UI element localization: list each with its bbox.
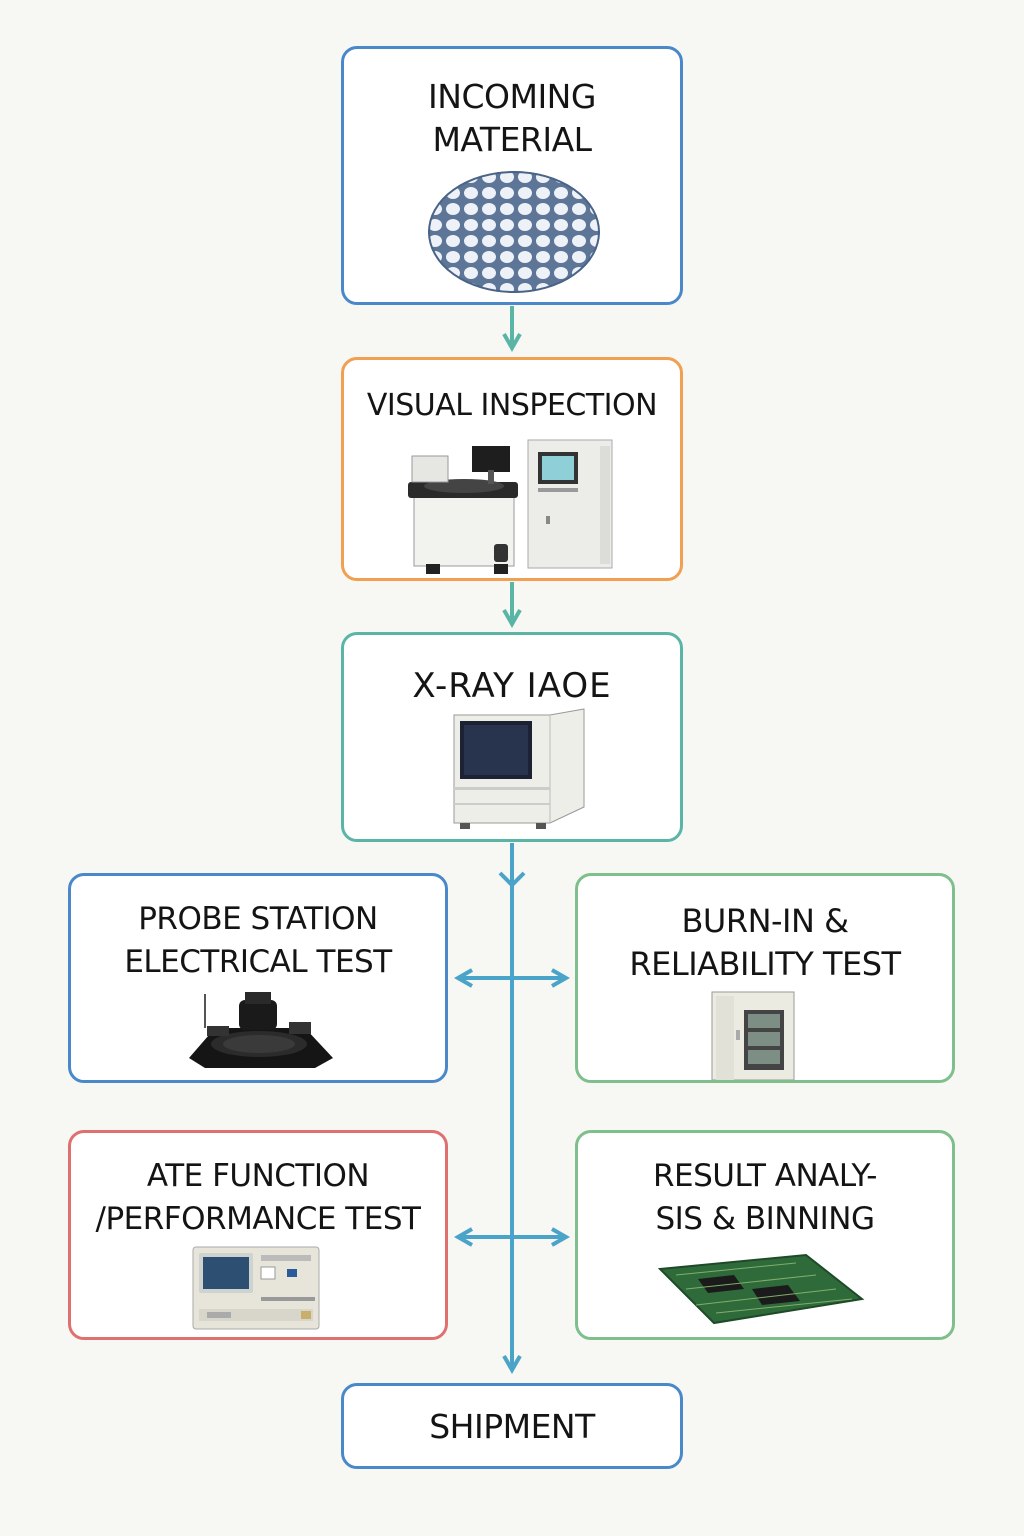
burn-in-chamber-icon [711,991,795,1080]
wafer-icon [428,171,600,293]
step-title: PROBE STATION ELECTRICAL TEST [124,901,392,980]
trunk-arrowhead-1 [498,871,526,888]
step-shipment: SHIPMENT [341,1383,683,1469]
step-title: VISUAL INSPECTION [366,388,658,423]
step-title: X-RAY IAOE [412,666,612,706]
step-title: RESULT ANALY- SIS & BINNING [653,1158,878,1237]
step-probe-station: PROBE STATION ELECTRICAL TEST [68,873,448,1083]
ate-tester-icon [192,1246,320,1330]
probe-station-icon [189,992,333,1068]
step-title: ATE FUNCTION /PERFORMANCE TEST [95,1158,421,1237]
step-ate-test: ATE FUNCTION /PERFORMANCE TEST [68,1130,448,1340]
inspection-machines-icon [408,439,613,574]
step-title: SHIPMENT [429,1406,595,1446]
xray-machine-icon [453,708,585,829]
step-visual-inspection: VISUAL INSPECTION [341,357,683,581]
step-title: BURN-IN & RELIABILITY TEST [629,902,901,983]
step-xray: X-RAY IAOE [341,632,683,842]
step-result-analysis: RESULT ANALY- SIS & BINNING [575,1130,955,1340]
step-incoming-material: INCOMING MATERIAL [341,46,683,305]
step-burn-in: BURN-IN & RELIABILITY TEST [575,873,955,1083]
circuit-board-icon [657,1253,865,1325]
step-title: INCOMING MATERIAL [428,77,596,159]
